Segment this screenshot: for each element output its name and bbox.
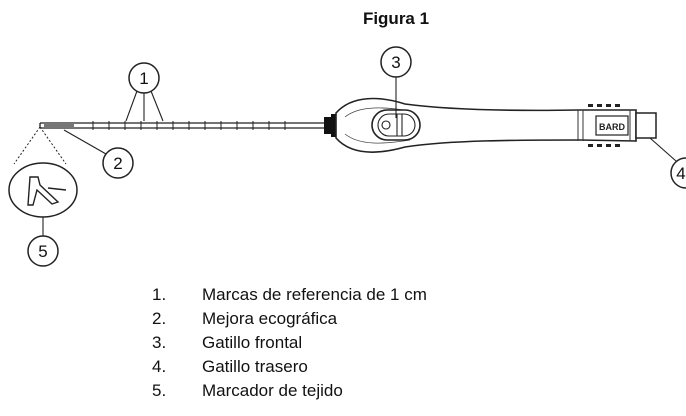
legend-text: Mejora ecográfica xyxy=(202,309,338,328)
legend-number: 3. xyxy=(152,333,167,352)
legend-number: 1. xyxy=(152,285,167,304)
legend-item: 1. Marcas de referencia de 1 cm xyxy=(152,283,427,307)
figure-title: Figura 1 xyxy=(362,9,430,28)
legend: 1. Marcas de referencia de 1 cm 2. Mejor… xyxy=(152,283,427,403)
needle-cannula xyxy=(39,122,326,129)
echogenic-band xyxy=(44,123,74,128)
legend-text: Marcas de referencia de 1 cm xyxy=(202,285,427,304)
svg-text:1: 1 xyxy=(139,69,148,88)
legend-number: 4. xyxy=(152,357,167,376)
svg-text:BARD: BARD xyxy=(599,122,625,132)
callout-3: 3 xyxy=(380,46,412,118)
tissue-marker-clip xyxy=(27,176,60,206)
front-trigger xyxy=(371,109,421,141)
svg-text:2: 2 xyxy=(113,154,122,173)
legend-text: Marcador de tejido xyxy=(202,381,343,400)
rear-trigger xyxy=(635,112,657,139)
legend-item: 5. Marcador de tejido xyxy=(152,379,427,403)
svg-text:4: 4 xyxy=(676,164,685,183)
callout-5: 5 xyxy=(27,217,59,267)
svg-text:3: 3 xyxy=(391,53,400,72)
callout-4: 4 xyxy=(649,137,686,189)
legend-number: 5. xyxy=(152,381,167,400)
callout-2: 2 xyxy=(63,129,134,179)
legend-item: 2. Mejora ecográfica xyxy=(152,307,427,331)
legend-text: Gatillo frontal xyxy=(202,333,303,352)
bard-logo: BARD xyxy=(595,115,629,136)
needle-hub xyxy=(324,114,336,137)
callout-1: 1 xyxy=(125,62,164,122)
legend-number: 2. xyxy=(152,309,167,328)
svg-text:5: 5 xyxy=(38,242,47,261)
legend-text: Gatillo trasero xyxy=(202,357,308,376)
tissue-marker-inset xyxy=(8,126,78,218)
legend-item: 3. Gatillo frontal xyxy=(152,331,427,355)
reference-marks xyxy=(92,121,286,130)
legend-item: 4. Gatillo trasero xyxy=(152,355,427,379)
